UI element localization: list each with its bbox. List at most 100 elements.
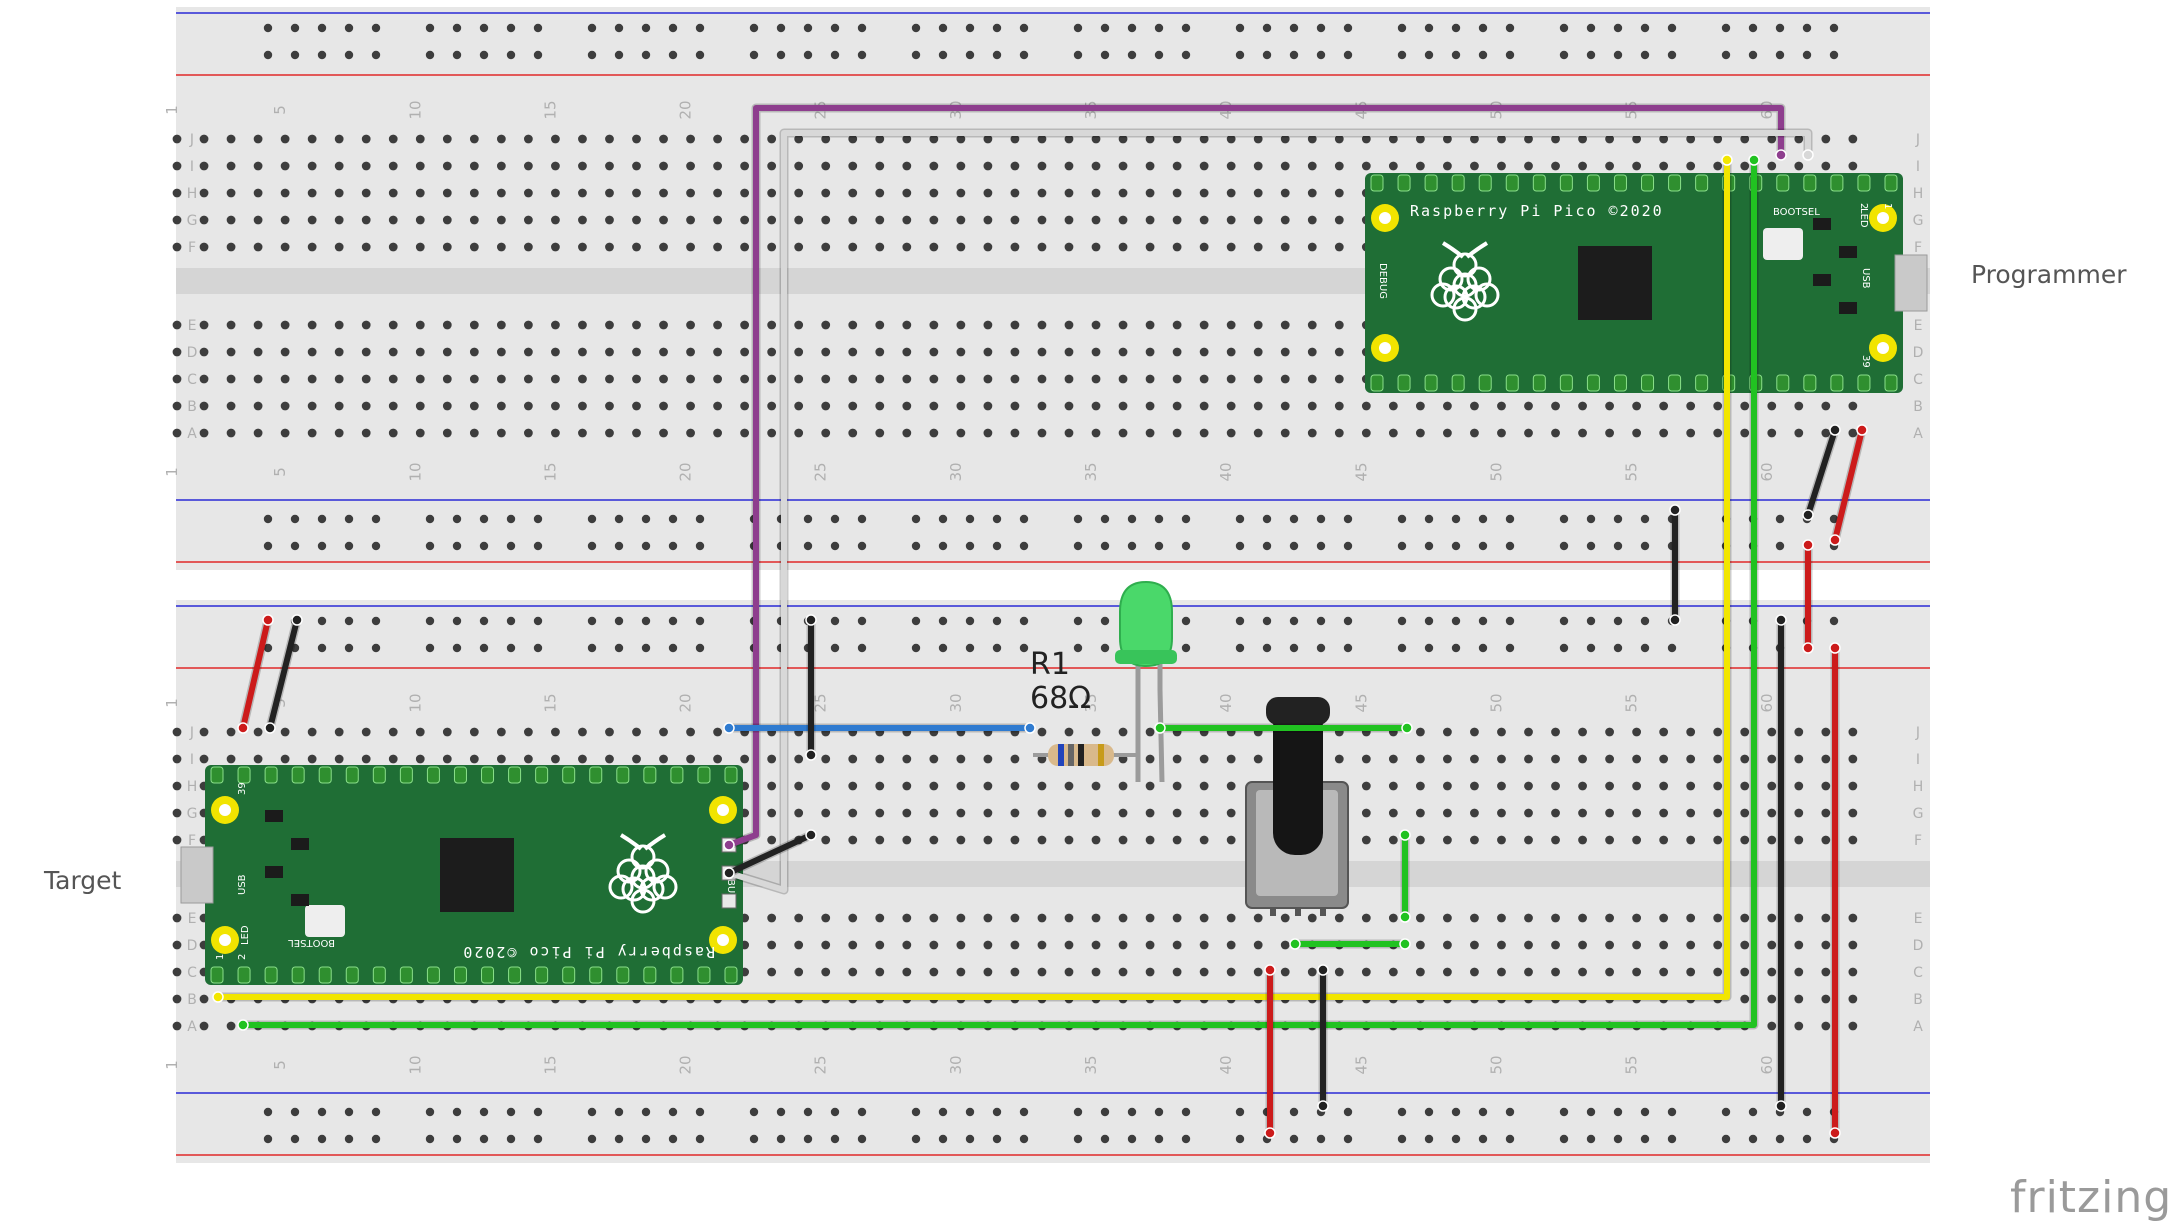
hole: [713, 727, 722, 737]
hole: [983, 161, 993, 171]
hole: [821, 320, 831, 330]
hole: [794, 161, 804, 171]
hole: [605, 188, 614, 198]
hole: [875, 215, 885, 225]
hole: [1713, 808, 1723, 818]
hole: [1280, 161, 1290, 171]
rail-hole: [371, 23, 381, 33]
rail-hole: [533, 1134, 543, 1144]
hole: [172, 754, 182, 764]
hole: [226, 242, 236, 252]
pico-pin: [724, 966, 738, 984]
hole: [875, 967, 885, 977]
pico-pin: [724, 766, 738, 784]
rail-hole: [1235, 643, 1245, 653]
row-letter: E: [1914, 911, 1923, 927]
hole: [1497, 161, 1506, 171]
rail-hole: [1100, 514, 1110, 524]
hole: [1632, 428, 1642, 438]
hole: [253, 347, 263, 357]
hole: [848, 401, 858, 411]
column-number: 15: [541, 100, 559, 119]
hole: [1821, 913, 1831, 923]
hole: [1145, 161, 1155, 171]
hole: [659, 215, 668, 225]
hole: [1361, 134, 1371, 144]
hole: [1064, 242, 1074, 252]
hole: [848, 320, 858, 330]
hole: [172, 161, 182, 171]
rail-hole: [992, 616, 1002, 626]
pico-pin: [1884, 374, 1898, 392]
rail-hole: [1775, 50, 1785, 60]
hole: [632, 134, 641, 144]
hole: [1199, 940, 1209, 950]
hole: [1470, 161, 1479, 171]
hole: [1145, 134, 1155, 144]
hole: [1767, 754, 1777, 764]
hole: [1145, 374, 1155, 384]
hole: [902, 940, 912, 950]
hole: [929, 188, 939, 198]
hole: [199, 347, 209, 357]
hole: [956, 215, 966, 225]
hole: [929, 161, 939, 171]
raspberry-berry: [1452, 296, 1478, 322]
hole: [1307, 134, 1317, 144]
rail-hole: [992, 50, 1002, 60]
hole: [172, 347, 182, 357]
hole: [199, 188, 209, 198]
hole: [740, 320, 750, 330]
rail-hole: [1235, 50, 1245, 60]
hole: [172, 808, 182, 818]
hole: [848, 808, 858, 818]
hole: [1794, 808, 1804, 818]
rail-hole: [452, 1134, 462, 1144]
hole: [1767, 428, 1777, 438]
rail-hole: [263, 50, 273, 60]
hole: [929, 967, 939, 977]
hole: [551, 347, 560, 357]
row-letter: J: [1915, 132, 1920, 148]
hole: [1172, 781, 1182, 791]
rail-hole: [1343, 1107, 1353, 1117]
rail-hole: [425, 1134, 435, 1144]
green-led: [1115, 580, 1177, 783]
rail-hole: [1721, 23, 1731, 33]
rail-hole: [695, 643, 705, 653]
hole: [1226, 754, 1236, 764]
hole: [551, 320, 560, 330]
hole: [442, 320, 452, 330]
hole: [821, 913, 831, 923]
hole: [1118, 347, 1128, 357]
hole: [1226, 940, 1236, 950]
hole: [1064, 320, 1074, 330]
hole: [632, 188, 641, 198]
hole: [388, 215, 398, 225]
rail-hole: [1073, 1107, 1083, 1117]
hole: [1470, 754, 1479, 764]
rail-hole: [1586, 1134, 1596, 1144]
hole: [523, 347, 533, 357]
hole: [1605, 808, 1614, 818]
hole: [1821, 1021, 1831, 1031]
hole: [929, 320, 939, 330]
target-label: Target: [44, 866, 122, 895]
hole: [632, 242, 641, 252]
hole: [686, 428, 695, 438]
hole: [1199, 161, 1209, 171]
rail-hole: [317, 50, 327, 60]
row-letter: I: [190, 752, 194, 768]
hole: [1199, 215, 1209, 225]
hole: [361, 401, 371, 411]
hole: [713, 401, 722, 411]
raspberry-logo: [608, 833, 678, 914]
hole: [902, 808, 912, 818]
hole: [1659, 727, 1669, 737]
row-letter: J: [189, 132, 194, 148]
rail-hole: [1505, 50, 1515, 60]
hole: [902, 347, 912, 357]
hole: [415, 188, 425, 198]
rail-hole: [614, 50, 624, 60]
hole: [469, 428, 479, 438]
